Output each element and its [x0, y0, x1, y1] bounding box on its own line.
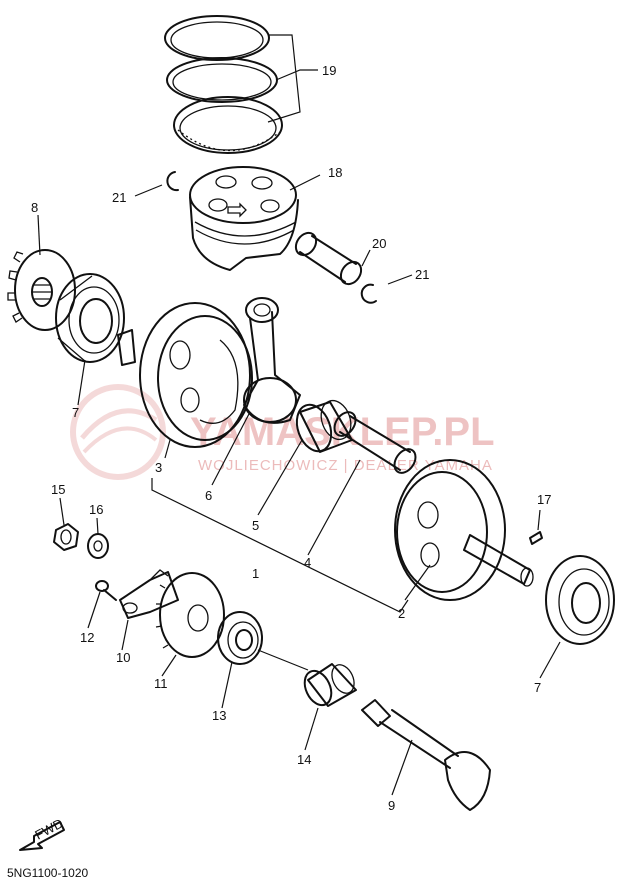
callout-1: 1	[252, 566, 259, 581]
leader-lines	[37, 34, 561, 796]
callout-6: 6	[205, 488, 212, 503]
watermark-subtitle: WOJLIECHOWICZ | DEALER YAMAHA	[198, 457, 493, 474]
callout-16: 16	[89, 502, 103, 517]
callout-13: 13	[212, 708, 226, 723]
callout-21-right: 21	[415, 267, 429, 282]
callout-12: 12	[80, 630, 94, 645]
callout-7-left: 7	[72, 405, 79, 420]
primary-drive-gear	[7, 249, 76, 331]
watermark-title: YAMASKLEP.PL	[190, 410, 495, 454]
callout-2: 2	[398, 606, 405, 621]
nut	[53, 523, 79, 551]
callout-14: 14	[297, 752, 311, 767]
callout-18: 18	[328, 165, 342, 180]
piston	[189, 166, 299, 271]
piston-pin-circlip-right	[360, 283, 377, 304]
callout-9: 9	[388, 798, 395, 813]
crank-bearing-right	[545, 555, 615, 645]
callout-8: 8	[31, 200, 38, 215]
crank-wheel-right	[394, 459, 534, 601]
balancer-weight-plate	[119, 569, 179, 619]
piston-pin-circlip-left	[166, 171, 179, 192]
callout-20: 20	[372, 236, 386, 251]
callout-15: 15	[51, 482, 65, 497]
piston-pin	[294, 231, 363, 286]
piston-rings	[164, 15, 283, 154]
callout-4: 4	[304, 555, 311, 570]
balancer-drive-gear	[155, 572, 225, 658]
crank-wheel-left	[117, 302, 253, 448]
crank-pin	[333, 411, 417, 474]
crank-bearing-left	[55, 273, 125, 363]
watermark-logo-icon	[70, 384, 166, 480]
lock-washer	[87, 533, 109, 559]
balancer-shaft	[361, 699, 491, 811]
fwd-arrow-icon: FWD	[19, 816, 66, 851]
callouts: 19 18 21 20 21 8 7 3 6 5 1 4 2 17 7 15 1…	[31, 63, 551, 813]
callout-5: 5	[252, 518, 259, 533]
callout-10: 10	[116, 650, 130, 665]
balancer-bearing	[217, 611, 263, 665]
callout-17: 17	[537, 492, 551, 507]
callout-19: 19	[322, 63, 336, 78]
callout-21-left: 21	[112, 190, 126, 205]
diagram-code: 5NG1100-1020	[7, 866, 88, 880]
bolt	[95, 580, 117, 601]
callout-3: 3	[155, 460, 162, 475]
connecting-rod	[243, 297, 301, 424]
needle-bearing	[303, 663, 357, 707]
callout-11: 11	[154, 676, 168, 691]
woodruff-key	[529, 531, 543, 545]
callout-7-right: 7	[534, 680, 541, 695]
